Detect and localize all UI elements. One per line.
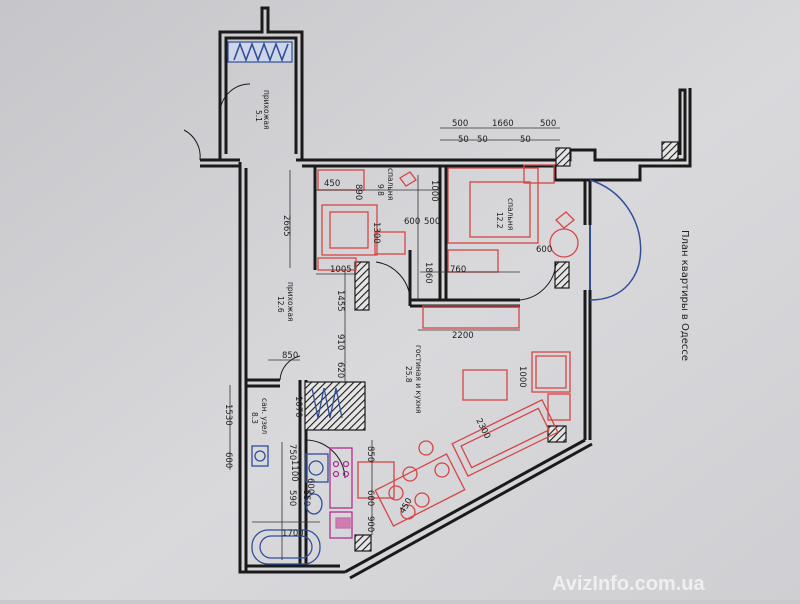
dim-label: 850 <box>365 446 375 462</box>
dim-label: 50 <box>458 135 469 145</box>
room-area: 12.2 <box>495 212 504 229</box>
watermark: AvizInfo.com.ua <box>552 573 705 595</box>
dim-label: 600 <box>365 490 375 506</box>
dim-label: 910 <box>335 334 345 350</box>
dim-label: 600 <box>223 452 233 468</box>
dim-label: 500 <box>424 217 440 227</box>
room-area: 12.6 <box>276 296 285 313</box>
dim-label: 1530 <box>223 404 233 426</box>
dim-label: 600 <box>305 478 315 494</box>
room-area: 5.1 <box>254 110 263 122</box>
balcony-window <box>589 179 642 301</box>
room-area: 8.3 <box>250 412 259 424</box>
dim-label: 1455 <box>335 290 345 312</box>
room-name: спальня <box>506 198 515 230</box>
dim-label: 2665 <box>281 215 291 237</box>
dim-label: 450 <box>324 179 340 189</box>
dim-label: 590 <box>287 490 297 506</box>
dim-label: 600 <box>536 245 552 255</box>
dimension-lines <box>229 127 560 560</box>
dim-label: 1100 <box>289 460 299 482</box>
plan-title: План квартиры в Одессе <box>679 230 690 361</box>
room-name: прихожая <box>262 90 271 129</box>
dim-label: 1700 <box>282 529 304 539</box>
dim-label: 1070 <box>293 396 303 418</box>
room-name: спальня <box>386 168 395 200</box>
room-name: прихожая <box>286 282 295 321</box>
dim-label: 50 <box>520 135 531 145</box>
door-swings <box>183 83 557 479</box>
dim-label: 760 <box>450 265 466 275</box>
dim-label: 50 <box>477 135 488 145</box>
dim-label: 500 <box>540 119 556 129</box>
dim-label: 1860 <box>423 262 433 284</box>
dim-label: 550 <box>301 490 311 506</box>
room-area: 25.8 <box>404 366 413 383</box>
dim-label: 890 <box>353 184 363 200</box>
room-labels: прихожая 5.1 прихожая 12.6 спальня 9.8 с… <box>250 90 515 434</box>
room-area: 9.8 <box>376 184 385 196</box>
dim-label: 1660 <box>492 119 514 129</box>
dim-label: 1000 <box>517 366 527 388</box>
dim-label: 750 <box>287 444 297 460</box>
room-name: гостиная и кухня <box>414 345 423 413</box>
dim-label: 1005 <box>330 265 352 275</box>
dim-label: 600 <box>404 217 420 227</box>
radiator <box>233 41 289 63</box>
dim-label: 850 <box>282 351 298 361</box>
dim-label: 1300 <box>371 222 381 244</box>
dim-label: 1000 <box>429 180 439 202</box>
dim-label: 620 <box>335 362 345 378</box>
room-name: сан. узел <box>260 398 269 434</box>
dim-label: 900 <box>365 516 375 532</box>
fixtures <box>251 387 353 565</box>
dim-label: 500 <box>452 119 468 129</box>
furniture <box>317 164 579 527</box>
dim-label: 2200 <box>452 331 474 341</box>
